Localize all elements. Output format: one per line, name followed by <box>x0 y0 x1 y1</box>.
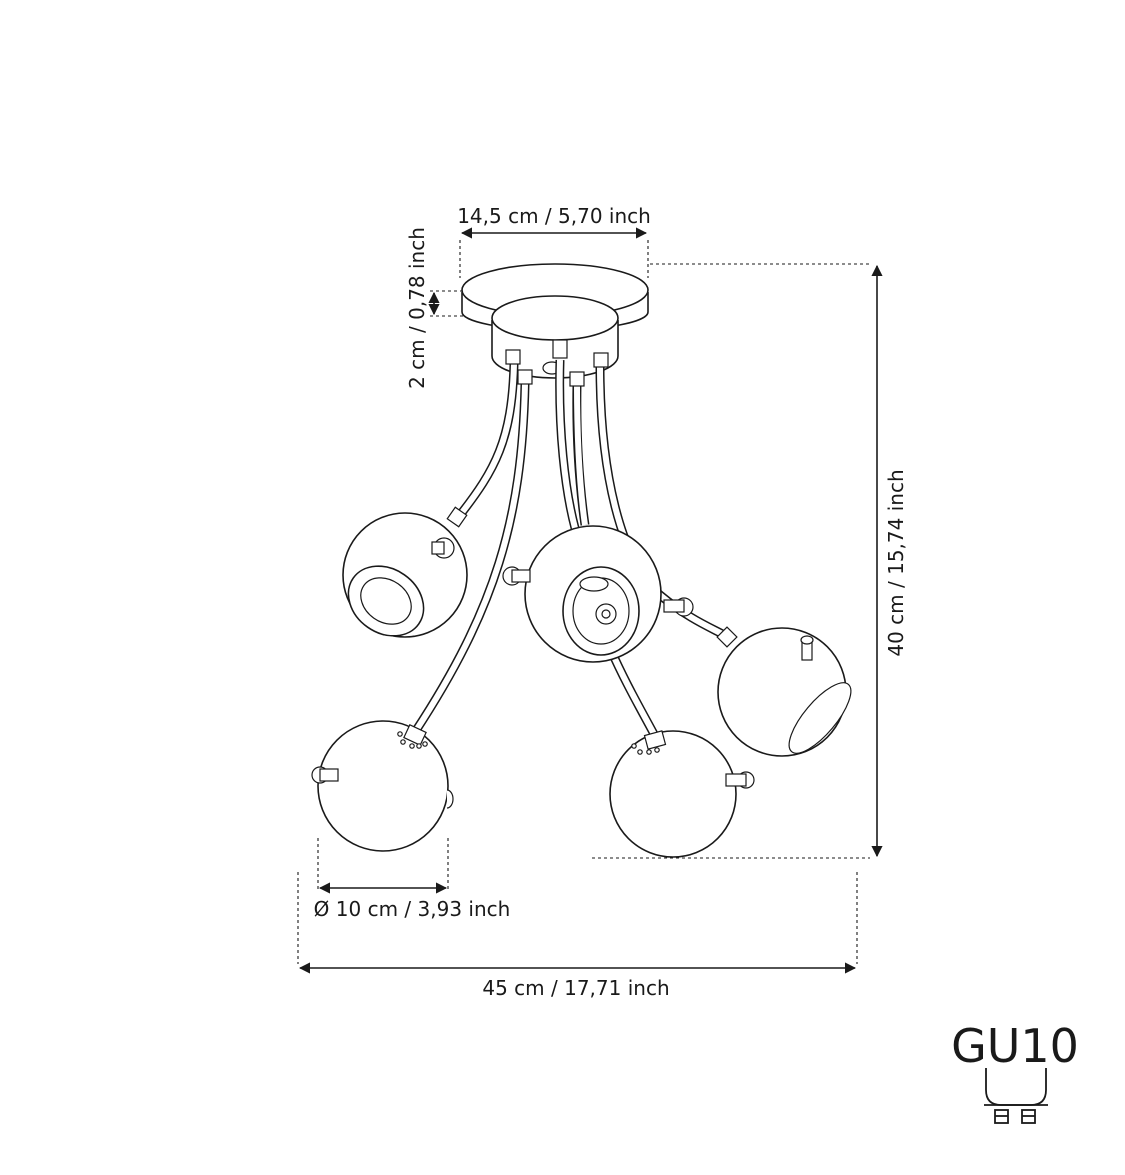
total-width-dimension: 45 cm / 17,71 inch <box>297 872 858 1000</box>
canopy-height-label: 2 cm / 0,78 inch <box>405 227 429 389</box>
globe-upper-left <box>342 506 468 638</box>
ceiling-lamp <box>311 263 852 858</box>
arm-caps <box>505 339 609 387</box>
total-height-label: 40 cm / 15,74 inch <box>884 469 908 656</box>
total-height-dimension: 40 cm / 15,74 inch <box>592 263 908 859</box>
bulb-type-label: GU10 <box>951 1019 1079 1073</box>
globe-right <box>716 626 852 757</box>
total-width-label: 45 cm / 17,71 inch <box>482 976 669 1000</box>
globe-diameter-dimension: Ø 10 cm / 3,93 inch <box>314 838 511 921</box>
canopy-height-dimension: 2 cm / 0,78 inch <box>405 227 468 389</box>
globe-lower-left <box>311 720 454 852</box>
globe-lower-right <box>609 730 755 858</box>
canopy-width-dimension: 14,5 cm / 5,70 inch <box>457 204 651 278</box>
canopy-width-label: 14,5 cm / 5,70 inch <box>457 204 651 228</box>
globe-diameter-label: Ø 10 cm / 3,93 inch <box>314 897 511 921</box>
gu10-bulb-icon: GU10 <box>951 1019 1079 1124</box>
globe-center <box>502 525 694 663</box>
